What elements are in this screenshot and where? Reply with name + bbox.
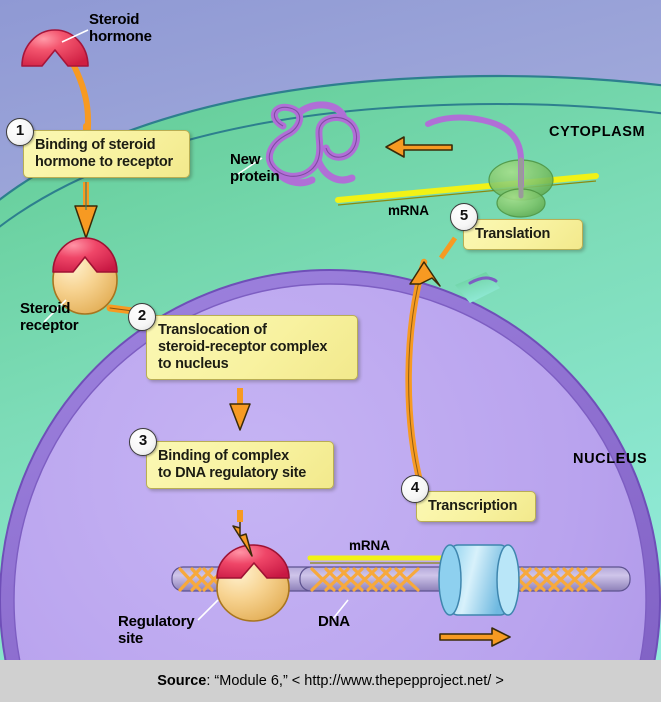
label-mrna-nucleus: mRNA (349, 538, 390, 553)
arrow-step3-to-dna (232, 510, 253, 557)
steroid-hormone (21, 29, 89, 67)
step-number-2: 2 (128, 303, 156, 331)
label-nucleus: NUCLEUS (573, 451, 648, 467)
step-number-3: 3 (129, 428, 157, 456)
arrow-transcription-export (405, 258, 441, 490)
label-mrna-cytoplasm: mRNA (388, 203, 429, 218)
rna-polymerase (438, 544, 520, 616)
transcription-direction-arrow (439, 627, 511, 647)
step-box-5[interactable]: Translation (463, 219, 583, 251)
bound-receptor-complex (216, 544, 290, 622)
nuclear-pore (455, 272, 500, 303)
label-dna: DNA (318, 613, 350, 630)
nuclear-pore-lip (468, 276, 498, 285)
figure-caption: Source: “Module 6,” < http://www.thepepp… (0, 660, 661, 702)
arrow-to-translation (438, 236, 458, 260)
steroid-receptor (52, 237, 118, 315)
plasma-membrane-inner (0, 103, 661, 228)
step-number-4: 4 (401, 475, 429, 503)
arrow-hormone-to-receptor (74, 182, 98, 239)
arrow-protein-release (385, 136, 453, 158)
step-number-1: 1 (6, 118, 34, 146)
step-number-5: 5 (450, 203, 478, 231)
new-protein-outline (268, 106, 358, 177)
step-box-4[interactable]: Transcription (416, 491, 536, 523)
nascent-polypeptide (425, 114, 524, 199)
caption-source-text: : “Module 6,” < http://www.thepepproject… (206, 673, 504, 689)
caption-source-word: Source (157, 673, 207, 689)
leader-lines (43, 29, 349, 621)
label-cytoplasm: CYTOPLASM (549, 124, 646, 140)
arrow-step2-to-step3 (229, 388, 251, 431)
